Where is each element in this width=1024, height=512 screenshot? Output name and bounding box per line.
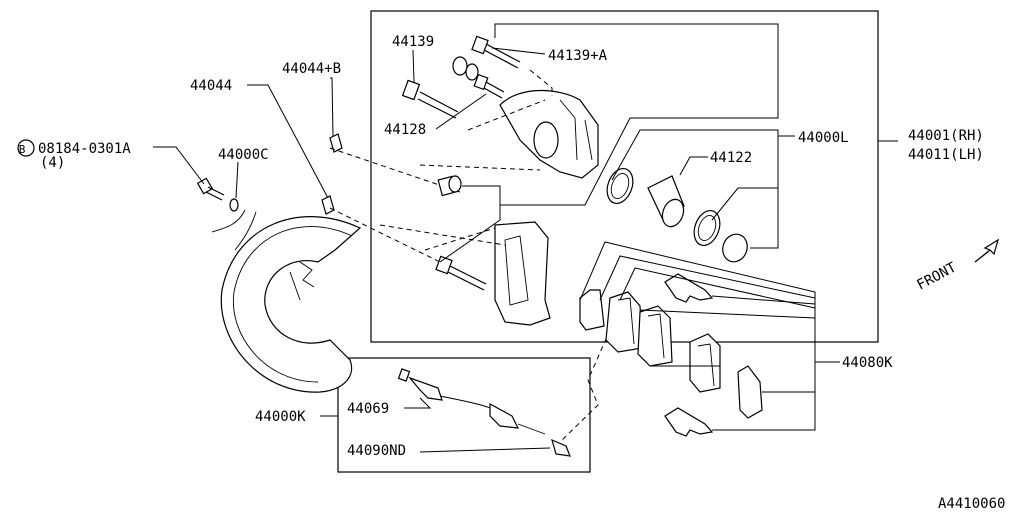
frame-sensor-kit <box>337 357 591 473</box>
assembly-dashes <box>379 69 611 441</box>
bolt-08184 <box>196 177 225 201</box>
sensor-plug-44090nd <box>551 438 571 457</box>
leaders-left <box>153 77 461 263</box>
label-08184: 08184-0301A <box>38 141 131 157</box>
backing-plate <box>211 209 362 393</box>
clip-44044 <box>321 195 335 215</box>
pad-clip-top <box>664 273 714 303</box>
dust-shield-rim <box>232 226 353 383</box>
wear-sensor-44069 <box>397 368 546 435</box>
leaders-pads <box>579 241 840 431</box>
label-44128: 44128 <box>384 122 426 138</box>
b-marker-letter: B <box>19 143 26 156</box>
label-44090nd: 44090ND <box>347 443 406 459</box>
label-44069: 44069 <box>347 401 389 417</box>
bleeder-44128 <box>473 73 505 99</box>
dust-shield-detail <box>289 261 315 301</box>
label-08184-qty: (4) <box>40 155 65 171</box>
label-44139a: 44139+A <box>548 48 608 64</box>
b-marker-icon <box>17 139 35 157</box>
bracket-bolt <box>435 255 487 291</box>
shim-outer <box>737 365 763 419</box>
pad-outer <box>637 305 673 367</box>
boot-ring <box>693 209 721 247</box>
pad-third <box>689 333 721 393</box>
label-44000k: 44000K <box>255 409 306 425</box>
boot-44139 <box>452 56 479 81</box>
clip-44044b <box>329 133 343 153</box>
caliper-body <box>499 89 599 179</box>
leaders-caliper <box>412 23 898 263</box>
guide-bolt-44139a <box>471 35 521 69</box>
label-44011: 44011(LH) <box>908 147 984 163</box>
label-44000l: 44000L <box>798 130 849 146</box>
label-front: FRONT <box>914 259 959 293</box>
label-44122: 44122 <box>710 150 752 166</box>
seal-ring <box>606 167 634 205</box>
frames <box>337 10 879 473</box>
label-44080k: 44080K <box>842 355 893 371</box>
knuckle-hint <box>211 209 257 251</box>
label-44139: 44139 <box>392 34 434 50</box>
pad-inner <box>605 291 643 353</box>
label-44001: 44001(RH) <box>908 128 984 144</box>
front-arrow-icon <box>974 238 1000 263</box>
washer-44000c <box>229 198 239 212</box>
guide-pin-44128 <box>401 79 459 119</box>
piston-44122 <box>647 175 685 228</box>
pad-clip-bottom <box>664 407 714 437</box>
shim-inner <box>579 289 605 331</box>
label-44044: 44044 <box>190 78 232 94</box>
label-44044b: 44044+B <box>282 61 341 77</box>
retaining-ring <box>722 233 748 263</box>
diagram-id: A4410060 <box>938 496 1005 512</box>
caliper-bracket <box>494 221 551 326</box>
dust-shield <box>220 216 362 393</box>
label-44000c: 44000C <box>218 147 269 163</box>
bushing-pair <box>437 175 462 197</box>
leaders-sensor <box>320 397 551 453</box>
